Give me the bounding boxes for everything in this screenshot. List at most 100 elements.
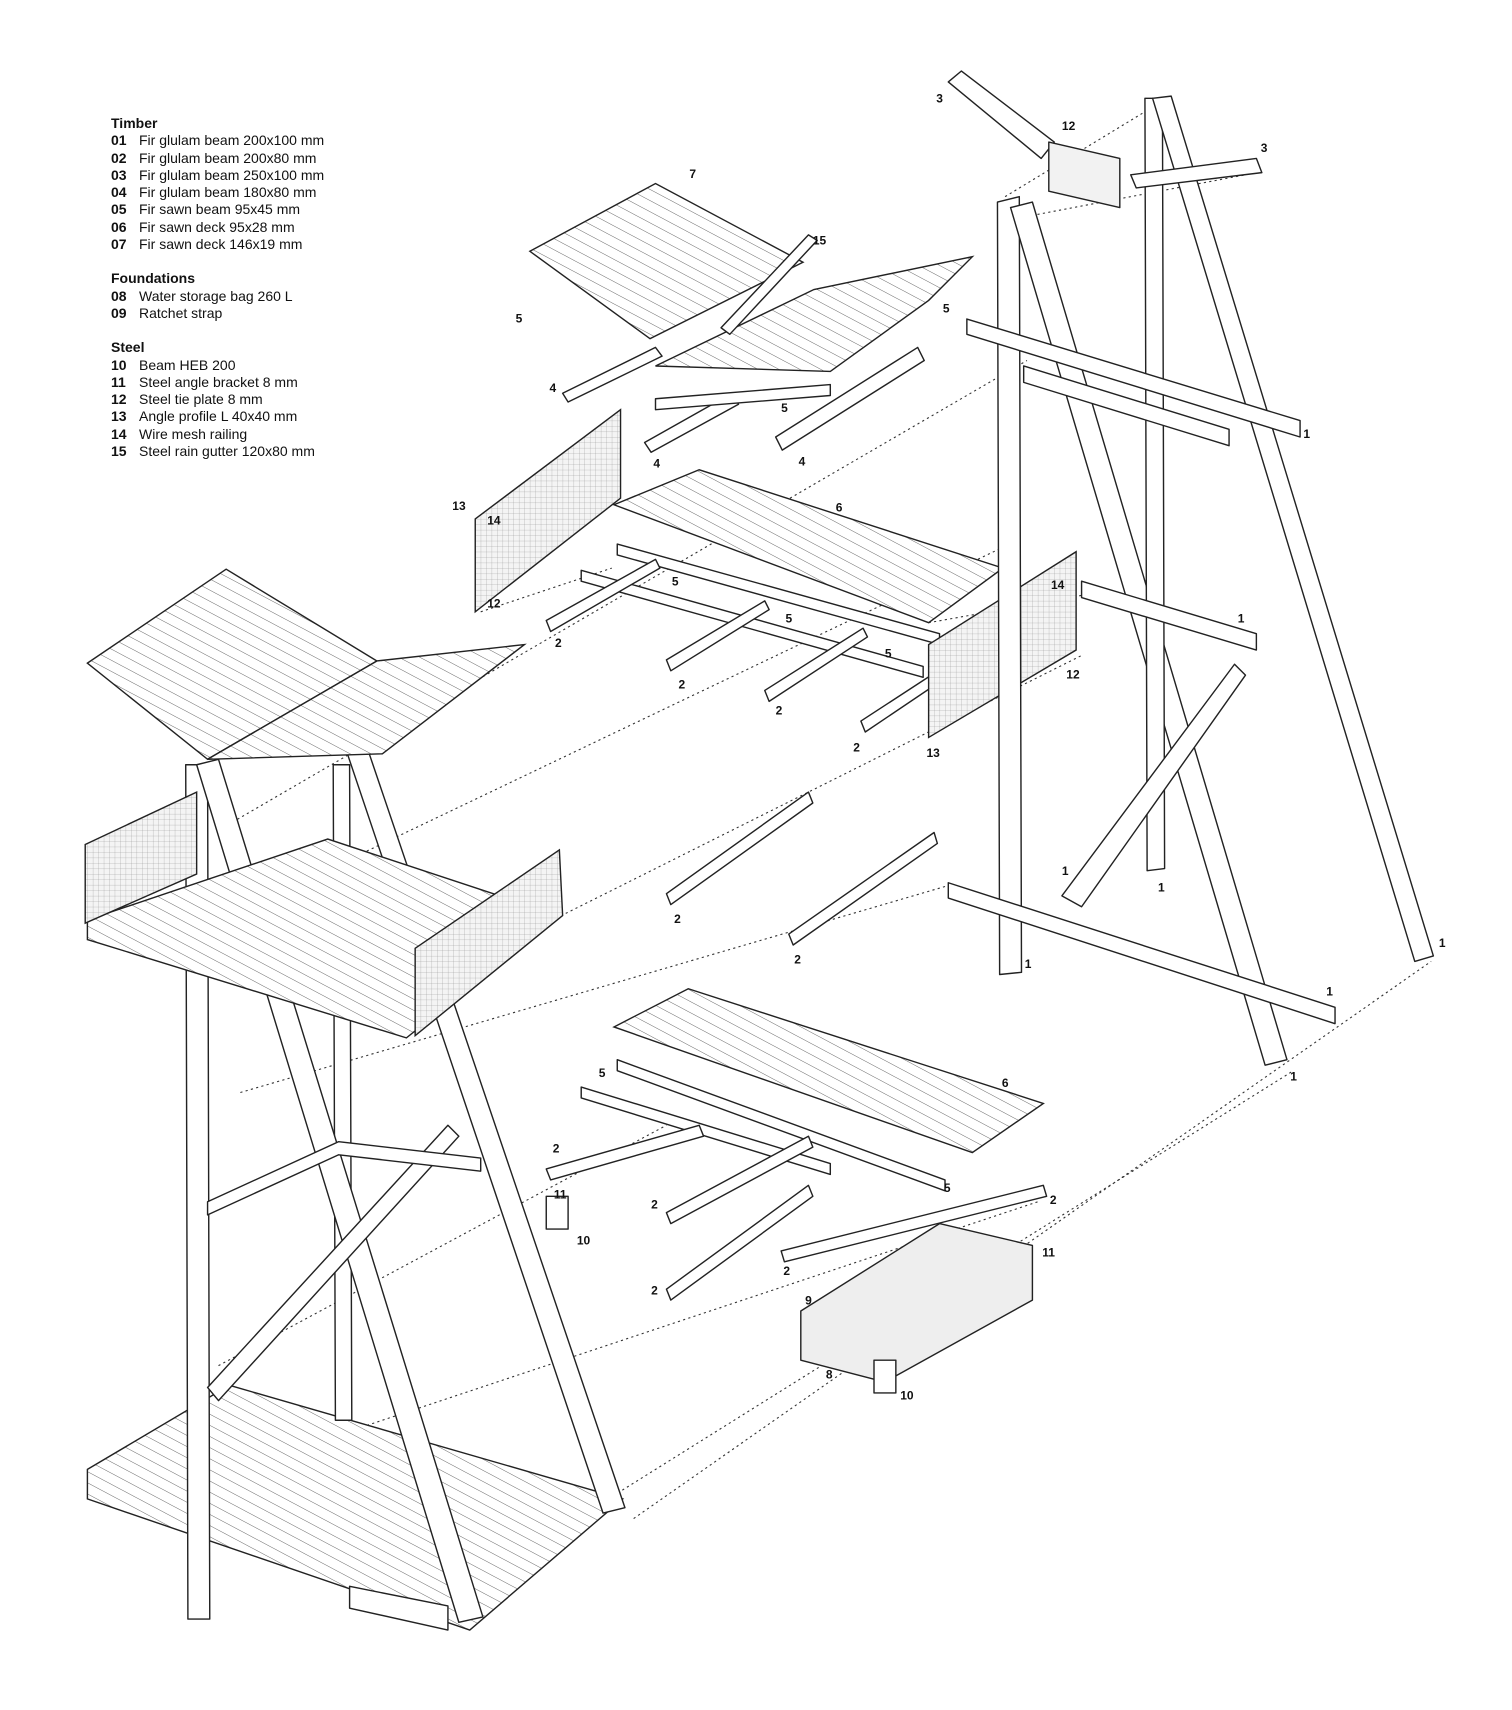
legend-item: 12 Steel tie plate 8 mm	[111, 391, 324, 408]
frame-diagonal-right	[1151, 95, 1435, 963]
callout: 11	[554, 1187, 567, 1201]
legend-num: 02	[111, 149, 127, 166]
legend-num: 01	[111, 132, 127, 149]
callout: 2	[776, 703, 783, 717]
legend-num: 09	[111, 304, 127, 321]
rain-gutter	[720, 234, 818, 336]
assembled-tower	[84, 568, 626, 1631]
legend-text: Beam HEB 200	[139, 356, 236, 373]
callout: 1	[1439, 936, 1446, 950]
callout: 1	[1303, 427, 1310, 441]
callout: 6	[1002, 1076, 1009, 1090]
legend-text: Water storage bag 260 L	[139, 287, 293, 304]
roof-beam-4c	[774, 346, 925, 451]
callout: 12	[487, 596, 501, 610]
legend-item: 02 Fir glulam beam 200x80 mm	[111, 150, 324, 167]
callout: 2	[674, 912, 681, 926]
callout: 13	[926, 746, 940, 760]
tower-roof-right	[207, 643, 527, 760]
callout: 2	[1050, 1193, 1057, 1207]
roof-beam-3-left	[947, 70, 1055, 160]
legend-num: 11	[111, 373, 126, 390]
callout: 2	[651, 1197, 658, 1211]
callout: 2	[783, 1264, 790, 1278]
tower-foundation-beam	[348, 1585, 449, 1631]
tower-railing-back	[84, 790, 198, 925]
callout: 11	[1042, 1245, 1055, 1259]
legend-text: Fir glulam beam 200x80 mm	[139, 149, 317, 166]
legend-text: Fir sawn deck 146x19 mm	[139, 236, 303, 253]
frame-beam-upper-b	[1022, 365, 1230, 447]
joist-2c	[764, 627, 869, 703]
callout: 7	[689, 167, 696, 181]
callout: 10	[900, 1388, 914, 1402]
frame-beam-bottom	[947, 882, 1336, 1025]
callout: 2	[651, 1284, 658, 1298]
joist-2a	[545, 558, 661, 633]
callout: 1	[1290, 1069, 1297, 1083]
callout: 8	[826, 1368, 833, 1382]
callout: 4	[550, 381, 557, 395]
legend-num: 06	[111, 218, 127, 235]
legend-num: 14	[111, 425, 127, 442]
lower-joist-5b	[580, 1086, 832, 1176]
callout: 1	[1238, 612, 1245, 626]
frame-beam-upper-a	[966, 318, 1301, 438]
water-storage-bags	[800, 1222, 1034, 1383]
lower-joist-5a	[616, 1059, 946, 1192]
legend-text: Wire mesh railing	[139, 425, 248, 442]
callout: 3	[936, 92, 943, 106]
callout: 14	[1051, 578, 1065, 592]
lower-joist-2a	[545, 1124, 705, 1181]
lower-deck-planks	[612, 987, 1045, 1154]
legend-num: 05	[111, 201, 127, 218]
callout: 1	[1326, 984, 1333, 998]
lower-joist-2b	[665, 1135, 814, 1225]
legend-item: 06 Fir sawn deck 95x28 mm	[111, 219, 324, 236]
callout: 14	[487, 513, 501, 527]
exploded-roof	[528, 182, 975, 454]
legend-num: 12	[111, 391, 127, 408]
legend-num: 08	[111, 287, 127, 304]
legend-section-title: Foundations	[111, 270, 195, 287]
legend-item: 15 Steel rain gutter 120x80 mm	[111, 443, 324, 460]
callout: 5	[516, 311, 523, 325]
exploded-upper-deck	[474, 408, 1077, 946]
steel-tie-plates	[1048, 141, 1121, 209]
callout: 12	[1066, 667, 1080, 681]
legend-text: Fir glulam beam 180x80 mm	[139, 184, 317, 201]
callout: 1	[1158, 880, 1165, 894]
legend-section-title: Timber	[111, 115, 158, 131]
callout: 5	[943, 301, 950, 315]
legend-text: Fir sawn deck 95x28 mm	[139, 218, 295, 235]
legend-num: 07	[111, 236, 127, 253]
callout: 5	[599, 1066, 606, 1080]
roof-panel-left	[528, 182, 805, 340]
legend-text: Steel tie plate 8 mm	[139, 391, 263, 408]
callout: 12	[1062, 119, 1076, 133]
callout: 6	[836, 500, 843, 514]
callout: 5	[786, 612, 793, 626]
legend-text: Steel rain gutter 120x80 mm	[139, 443, 315, 460]
tower-horizontal-beam	[206, 1140, 482, 1216]
callout: 2	[853, 741, 860, 755]
callout: 4	[653, 457, 660, 471]
callout: 2	[555, 636, 562, 650]
frame-diagonal-brace	[1061, 663, 1247, 908]
frame-post-right	[1144, 97, 1166, 872]
legend-num: 15	[111, 443, 127, 460]
legend-item: 08 Water storage bag 260 L	[111, 288, 324, 305]
callout: 2	[553, 1142, 560, 1156]
roof-beam-3-right	[1130, 157, 1263, 189]
legend-text: Fir glulam beam 250x100 mm	[139, 166, 325, 183]
railing-panel-left	[474, 408, 622, 614]
tower-railing-right	[414, 848, 564, 1038]
